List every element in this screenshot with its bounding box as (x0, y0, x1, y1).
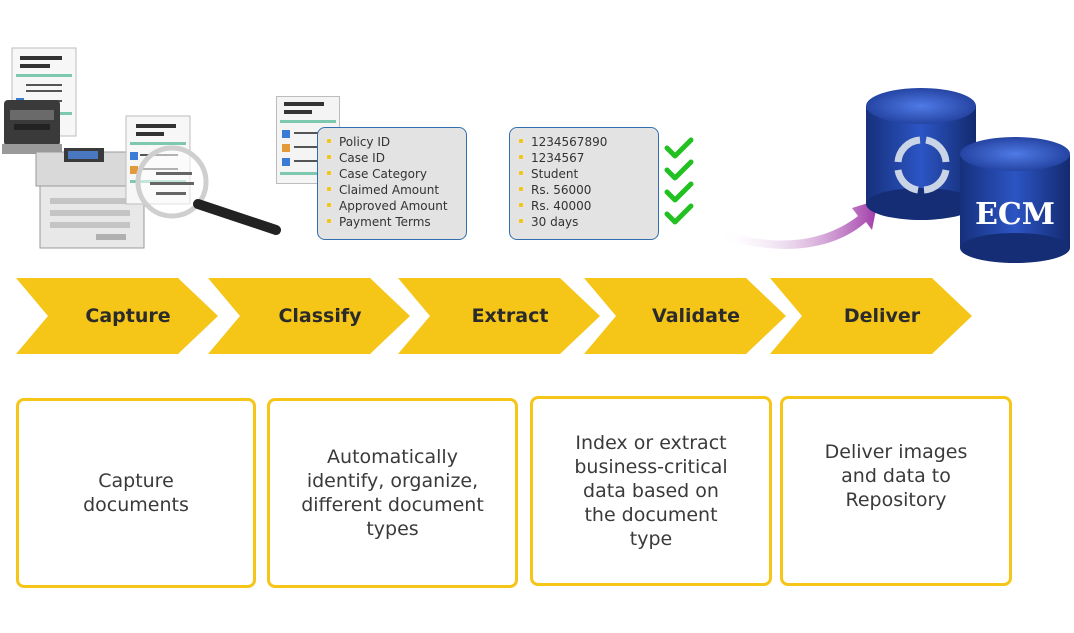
check-icon (664, 159, 694, 181)
ecm-repository-icon: ECM (862, 84, 1074, 266)
classify-description: Automatically identify, organize, differ… (267, 398, 518, 588)
check-icon (664, 203, 694, 225)
description-text: Automatically identify, organize, differ… (301, 446, 484, 540)
capture-description: Capture documents (16, 398, 256, 588)
description-text: Index or extract business-critical data … (574, 432, 728, 550)
step-label: Extract (471, 305, 549, 327)
value-item: 1234567 (518, 150, 650, 166)
capture-illustration (0, 40, 290, 260)
step-label: Capture (85, 305, 171, 327)
step-deliver: Deliver (770, 278, 974, 354)
field-item: Policy ID (326, 134, 458, 150)
scanner-icon (2, 100, 62, 154)
step-extract: Extract (398, 278, 602, 354)
step-label: Classify (278, 305, 362, 327)
refresh-icon (894, 136, 950, 194)
ecm-label: ECM (975, 197, 1055, 232)
deliver-description: Deliver images and data to Repository (780, 396, 1012, 586)
description-text: Capture documents (83, 470, 189, 516)
step-validate: Validate (584, 278, 788, 354)
extract-values-panel: 1234567890 1234567 Student Rs. 56000 Rs.… (509, 127, 659, 240)
value-item: Rs. 40000 (518, 198, 650, 214)
step-capture: Capture (16, 278, 220, 354)
field-item: Approved Amount (326, 198, 458, 214)
classify-fields-panel: Policy ID Case ID Case Category Claimed … (317, 127, 467, 240)
validation-checks (664, 136, 694, 232)
value-item: 1234567890 (518, 134, 650, 150)
field-item: Payment Terms (326, 214, 458, 230)
deliver-arrow-icon (712, 190, 892, 260)
check-icon (664, 181, 694, 203)
field-item: Case Category (326, 166, 458, 182)
value-item: 30 days (518, 214, 650, 230)
value-item: Rs. 56000 (518, 182, 650, 198)
value-item: Student (518, 166, 650, 182)
magnifier-icon (135, 145, 281, 235)
step-label: Validate (652, 305, 740, 327)
check-icon (664, 137, 694, 159)
extract-description: Index or extract business-critical data … (530, 396, 772, 586)
description-text: Deliver images and data to Repository (824, 441, 968, 511)
step-label: Deliver (843, 305, 921, 327)
field-item: Claimed Amount (326, 182, 458, 198)
step-classify: Classify (208, 278, 412, 354)
field-item: Case ID (326, 150, 458, 166)
